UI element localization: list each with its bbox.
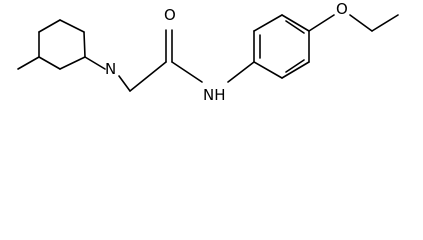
bond-ring-5: [83, 31, 86, 58]
atom-label-o-carbonyl: O: [164, 6, 176, 24]
methyl-bond: [17, 56, 40, 70]
atom-label-o-ether: O: [336, 0, 348, 18]
bond-ar-5: [281, 61, 310, 79]
molecule-structure-diagram: N O NH O: [17, 0, 399, 104]
bond-ring-1: [38, 19, 61, 33]
bond-nh-ring: [227, 61, 255, 83]
bond-ar-2: [253, 14, 283, 32]
bond-ring-6: [59, 19, 85, 33]
aromatic-double-bond-2: [285, 20, 305, 34]
bond-ar-3: [281, 14, 310, 32]
benzene-ring: [253, 14, 310, 79]
bond-o-ch2: [349, 14, 373, 32]
piperidine-ring: [38, 19, 86, 70]
bond-ch2-ch3: [371, 14, 399, 32]
bond-ring-o: [308, 14, 335, 32]
bond-carbonyl-nh: [171, 61, 203, 83]
atom-label-n-ring: N: [105, 60, 116, 78]
bond-ch2-carbonyl: [129, 61, 167, 92]
bond-ring-n: [84, 56, 106, 70]
aromatic-double-bond-3: [285, 59, 305, 73]
bond-n-ch2: [118, 75, 131, 92]
bond-ring-4: [59, 56, 86, 70]
bond-ring-3: [38, 56, 61, 70]
atom-label-nh: NH: [203, 86, 226, 104]
bond-ar-6: [253, 61, 283, 79]
